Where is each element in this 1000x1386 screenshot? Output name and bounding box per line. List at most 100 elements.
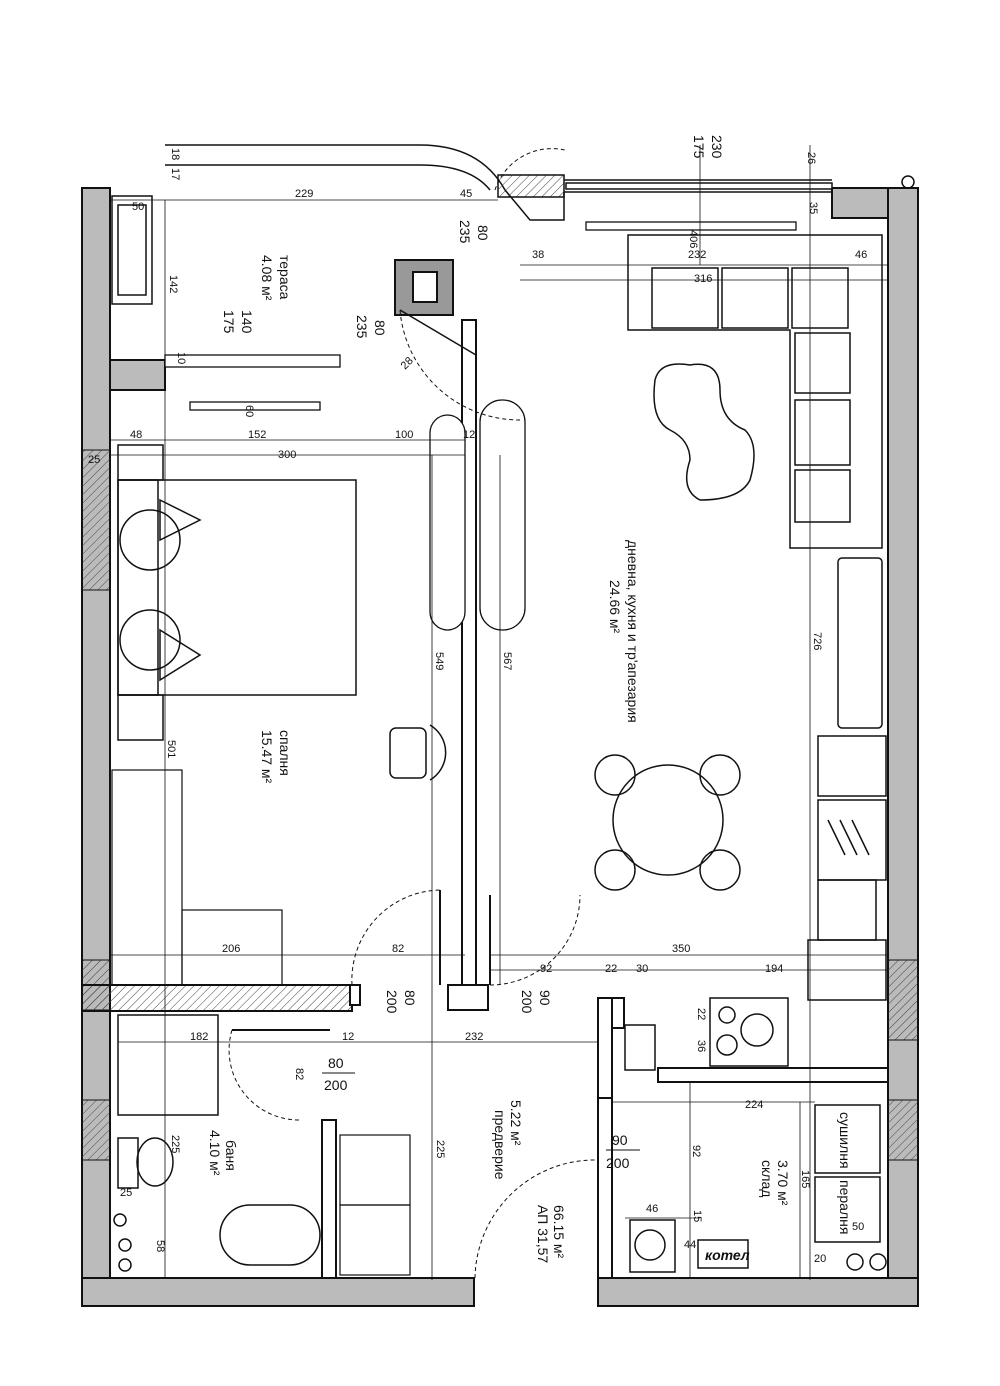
dim-224: 224 <box>745 1099 763 1111</box>
dim-36: 36 <box>695 1040 707 1052</box>
coffee-table <box>653 363 755 501</box>
dim-232a: 232 <box>688 249 706 261</box>
top-w: 230 <box>709 135 725 159</box>
bath-fixtures <box>113 1014 321 1272</box>
hall-name: предверие <box>492 1110 508 1180</box>
dim-10: 10 <box>175 352 187 364</box>
dim-48: 48 <box>130 429 142 441</box>
window-h: 175 <box>221 310 237 334</box>
dim-60: 60 <box>243 405 255 417</box>
wardrobe <box>111 769 283 986</box>
door-bath-h: 200 <box>324 1077 348 1093</box>
dim-30: 30 <box>636 963 648 975</box>
door-living-h: 200 <box>519 990 535 1014</box>
bedroom-area: 15.47 м² <box>259 730 275 784</box>
dim-300: 300 <box>278 449 296 461</box>
dim-50b: 50 <box>852 1221 864 1233</box>
terrace-name: тераса <box>277 255 293 300</box>
living-name: дневна, кухня и тр'апезария <box>625 540 641 723</box>
dim-316: 316 <box>694 273 712 285</box>
sofa <box>627 234 883 549</box>
dim-92a: 92 <box>540 963 552 975</box>
storage-name: склад <box>759 1160 775 1197</box>
dim-50: 50 <box>132 201 144 213</box>
ac-unit <box>111 195 153 305</box>
storage-area: 3.70 м² <box>775 1160 791 1206</box>
dimension-lines <box>110 145 888 1280</box>
door-bath-w: 80 <box>328 1055 344 1071</box>
dim-22a: 22 <box>605 963 617 975</box>
living-area: 24.66 м² <box>607 580 623 634</box>
dim-17: 17 <box>169 168 181 180</box>
door-entry-h: 200 <box>606 1155 630 1171</box>
storage-fixtures <box>629 1104 887 1273</box>
terrace-railing <box>165 144 915 221</box>
door-bedroom-h: 200 <box>384 990 400 1014</box>
door-terrace-b-h: 235 <box>354 315 370 339</box>
dim-165: 165 <box>799 1170 811 1188</box>
hall-area: 5.22 м² <box>508 1100 524 1146</box>
bed <box>117 444 357 741</box>
wall-hatch <box>81 449 919 1161</box>
door-entry-w: 90 <box>612 1132 628 1148</box>
apartment-area: 66.15 м² <box>551 1205 567 1259</box>
dim-194: 194 <box>765 963 783 975</box>
top-h: 175 <box>691 135 707 159</box>
dim-406: 406 <box>687 230 699 248</box>
dim-225b: 225 <box>169 1135 181 1153</box>
dim-46b: 46 <box>646 1203 658 1215</box>
dim-229: 229 <box>295 188 313 200</box>
room-labels: тераса 4.08 м² спалня 15.47 м² дневна, к… <box>207 255 853 1263</box>
dim-232b: 232 <box>465 1031 483 1043</box>
window-w: 140 <box>239 310 255 334</box>
bath-name: баня <box>223 1140 239 1171</box>
dim-35: 35 <box>807 202 819 214</box>
terrace-area: 4.08 м² <box>259 255 275 301</box>
dim-25b: 25 <box>120 1187 132 1199</box>
desk-chair <box>389 724 447 781</box>
apartment-name: АП 31,57 <box>535 1205 551 1263</box>
dim-45: 45 <box>460 188 472 200</box>
dryer-label: сушилня <box>837 1112 853 1169</box>
door-terrace-a-h: 235 <box>457 220 473 244</box>
kitchen <box>624 557 887 1071</box>
dim-206: 206 <box>222 943 240 955</box>
dim-12a: 12 <box>463 429 475 441</box>
dim-12b: 12 <box>342 1031 354 1043</box>
dim-28: 28 <box>399 355 416 372</box>
dim-549: 549 <box>433 652 445 670</box>
dim-152: 152 <box>248 429 266 441</box>
dim-142: 142 <box>167 275 179 293</box>
door-bedroom-w: 80 <box>402 990 418 1006</box>
dim-82b: 82 <box>293 1068 305 1080</box>
bath-area: 4.10 м² <box>207 1130 223 1176</box>
dim-100: 100 <box>395 429 413 441</box>
dim-92b: 92 <box>690 1145 702 1157</box>
dim-38: 38 <box>532 249 544 261</box>
door-swings <box>228 148 599 1279</box>
washer-label: пералня <box>837 1180 853 1234</box>
dim-46a: 46 <box>855 249 867 261</box>
dim-726: 726 <box>811 632 823 650</box>
dim-15: 15 <box>691 1210 703 1222</box>
dim-20: 20 <box>814 1253 826 1265</box>
hall-wardrobe <box>339 1134 411 1276</box>
dim-44: 44 <box>684 1239 696 1251</box>
terrace-column <box>394 259 477 356</box>
dim-350: 350 <box>672 943 690 955</box>
door-living-w: 90 <box>537 990 553 1006</box>
dim-82a: 82 <box>392 943 404 955</box>
dimension-numbers: 229 45 50 142 18 17 26 35 38 46 232 316 … <box>88 148 867 1265</box>
windows <box>164 221 797 631</box>
dim-25a: 25 <box>88 454 100 466</box>
dim-22b: 22 <box>695 1008 707 1020</box>
dim-225a: 225 <box>434 1140 446 1158</box>
dim-18: 18 <box>169 148 181 160</box>
bedroom-name: спалня <box>277 730 293 776</box>
dim-501: 501 <box>165 740 177 758</box>
dim-26a: 26 <box>805 152 817 164</box>
door-terrace-b-w: 80 <box>372 320 388 336</box>
door-terrace-a-w: 80 <box>475 225 491 241</box>
boiler-label: котел <box>705 1247 750 1263</box>
